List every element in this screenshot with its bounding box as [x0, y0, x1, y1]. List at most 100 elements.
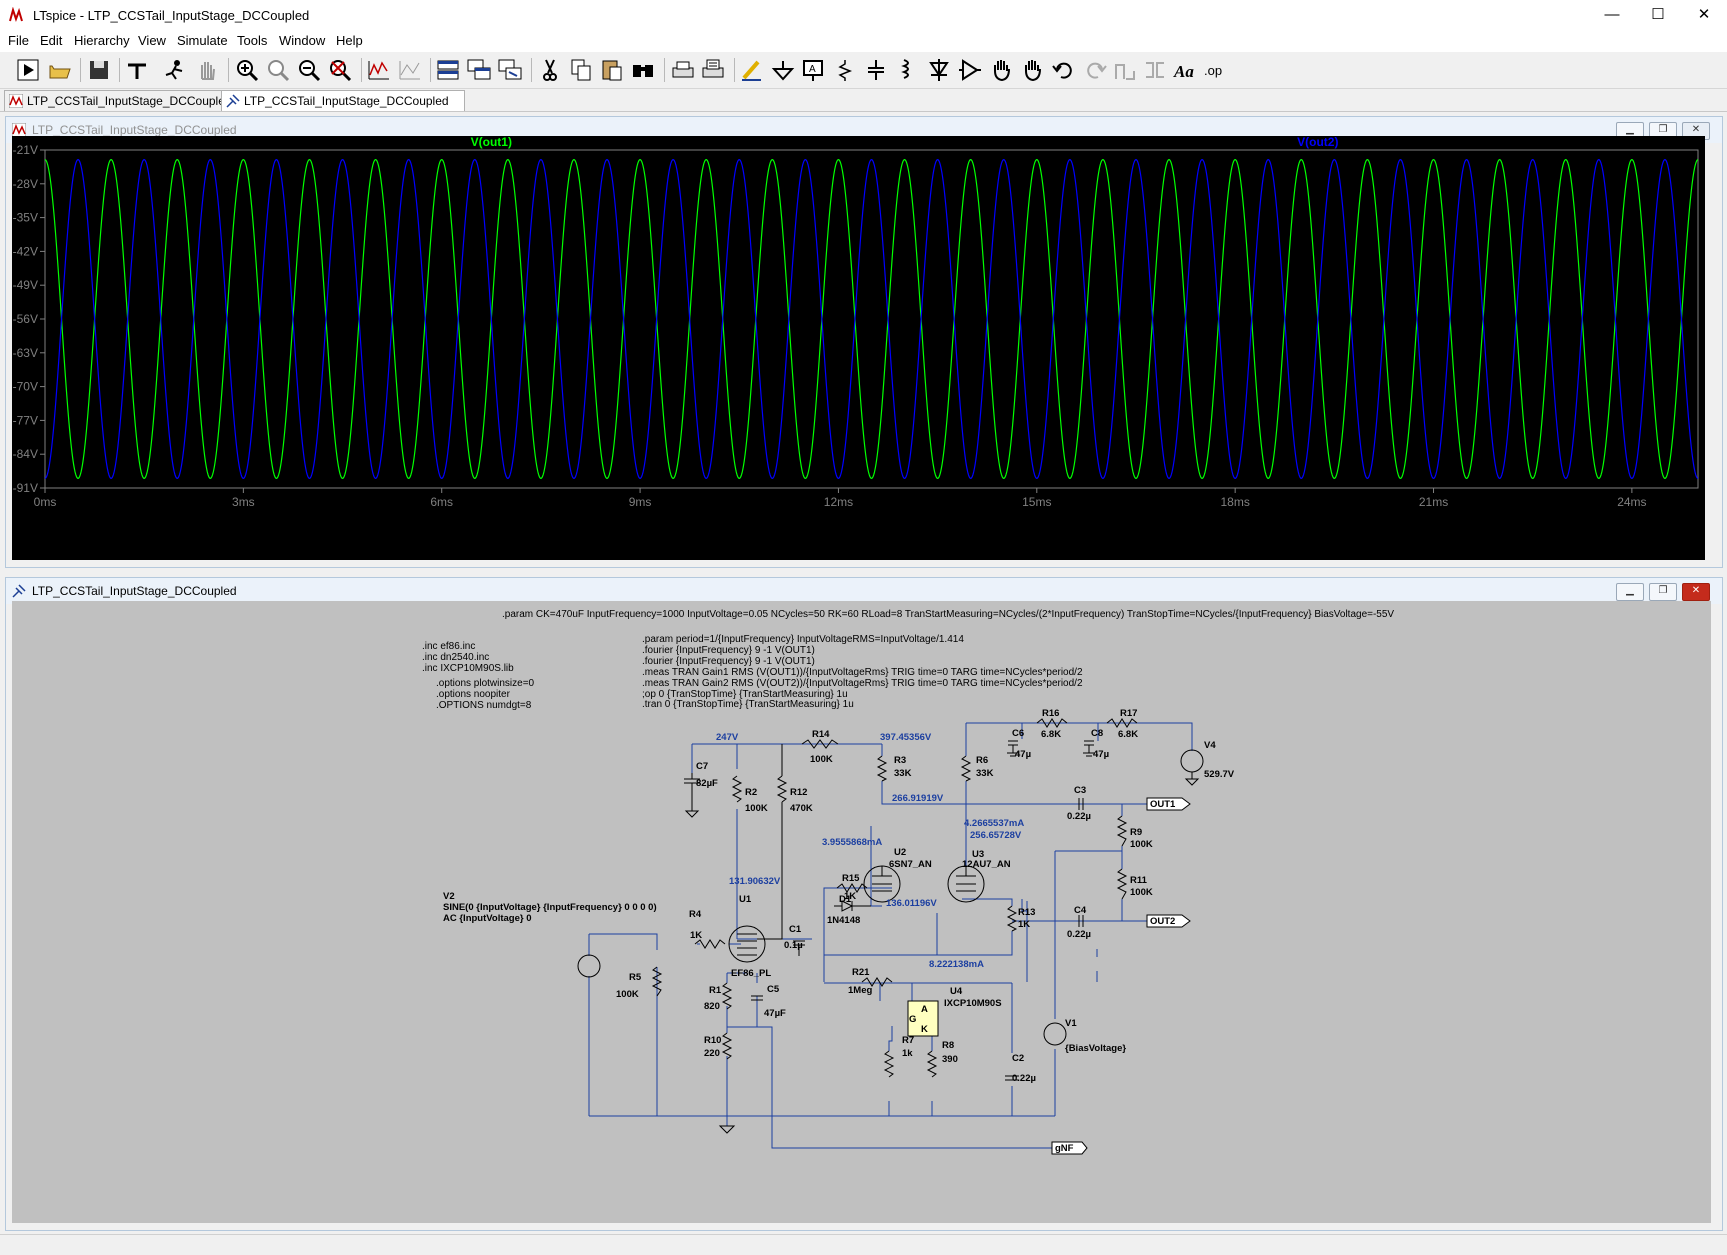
menu-view[interactable]: View [138, 33, 166, 48]
drag-hand-icon[interactable] [1020, 57, 1046, 83]
print-setup-icon[interactable] [670, 57, 696, 83]
title-bar: LTspice - LTP_CCSTail_InputStage_DCCoupl… [0, 0, 1727, 32]
C5-symbol [751, 995, 763, 1001]
window-title: LTspice - LTP_CCSTail_InputStage_DCCoupl… [33, 8, 310, 23]
run-halt-icon[interactable] [162, 57, 188, 83]
svg-text:3.9555868mA: 3.9555868mA [822, 837, 882, 848]
tab-waveform-label: LTP_CCSTail_InputStage_DCCoupled [27, 94, 232, 108]
label-net-icon[interactable]: A [800, 57, 826, 83]
redo-icon[interactable] [1082, 57, 1108, 83]
svg-text:C6: C6 [1012, 728, 1024, 739]
undo-icon[interactable] [1051, 57, 1077, 83]
maximize-button[interactable]: ☐ [1651, 6, 1665, 23]
legend-vout2: V(out2) [1297, 136, 1338, 149]
R8-symbol [926, 1050, 938, 1078]
cut-icon[interactable] [537, 57, 563, 83]
D1-symbol [834, 900, 871, 912]
minimize-button[interactable]: — [1604, 6, 1620, 23]
directive-opt3: .OPTIONS numdgt=8 [436, 700, 532, 711]
directive-d3: .fourier {InputFrequency} 9 -1 V(OUT1) [642, 656, 815, 667]
open-icon[interactable] [47, 57, 73, 83]
text-icon[interactable]: Aa [1172, 57, 1198, 83]
svg-text:R13: R13 [1018, 907, 1035, 918]
ground-icon[interactable] [770, 57, 796, 83]
control-panel-icon[interactable] [124, 57, 150, 83]
save-icon[interactable] [86, 57, 112, 83]
schematic-minimize-button[interactable]: ▁ [1616, 583, 1644, 601]
svg-text:Aa: Aa [1173, 62, 1194, 81]
menu-help[interactable]: Help [336, 33, 363, 48]
menu-file[interactable]: File [8, 33, 29, 48]
tab-schematic[interactable]: LTP_CCSTail_InputStage_DCCoupled [221, 90, 465, 111]
component-icon[interactable] [957, 57, 983, 83]
mirror-icon[interactable] [1142, 57, 1168, 83]
svg-text:C7: C7 [696, 761, 708, 772]
svg-text:C4: C4 [1074, 905, 1087, 916]
directive-d2: .fourier {InputFrequency} 9 -1 V(OUT1) [642, 645, 815, 656]
menu-simulate[interactable]: Simulate [177, 33, 228, 48]
svg-text:100K: 100K [1130, 887, 1153, 898]
svg-text:C3: C3 [1074, 785, 1086, 796]
spice-directive-icon[interactable]: .op [1203, 57, 1229, 83]
waveform-plot[interactable]: -21V-28V-35V-42V-49V-56V-63V-70V-77V-84V… [12, 136, 1705, 560]
resistor-icon[interactable] [832, 57, 858, 83]
cascade-icon[interactable] [466, 57, 492, 83]
run-icon[interactable] [15, 57, 41, 83]
pick-trace-icon[interactable] [397, 57, 423, 83]
R14-symbol [801, 739, 839, 749]
zoom-in-icon[interactable] [234, 57, 260, 83]
op-annotations: 247V 397.45356V 266.91919V 4.2665537mA 2… [716, 732, 1024, 970]
zoom-area-icon[interactable] [265, 57, 291, 83]
tab-waveform[interactable]: LTP_CCSTail_InputStage_DCCoupled [4, 90, 232, 111]
svg-text:R7: R7 [902, 1035, 914, 1046]
print-icon[interactable] [700, 57, 726, 83]
schematic-restore-button[interactable]: ❐ [1649, 583, 1677, 601]
toolbar-separator [664, 58, 665, 82]
svg-text:R4: R4 [689, 909, 702, 920]
draw-wire-icon[interactable] [739, 57, 765, 83]
svg-text:0.22µ: 0.22µ [1012, 1073, 1036, 1084]
inductor-icon[interactable] [894, 57, 920, 83]
svg-text:390: 390 [942, 1054, 958, 1065]
svg-text:220: 220 [704, 1048, 720, 1059]
x-tick-label: 15ms [1022, 495, 1051, 509]
x-tick-label: 12ms [824, 495, 853, 509]
svg-text:47µF: 47µF [764, 1008, 786, 1019]
zoom-fit-icon[interactable] [327, 57, 353, 83]
R12-symbol [776, 775, 788, 803]
waveform-window-title: LTP_CCSTail_InputStage_DCCoupled [32, 123, 237, 137]
copy-icon[interactable] [568, 57, 594, 83]
y-tick-label: -63V [13, 346, 38, 360]
schematic-svg[interactable]: .param CK=470uF InputFrequency=1000 Inpu… [12, 601, 1711, 1223]
menu-tools[interactable]: Tools [237, 33, 268, 48]
find-icon[interactable] [630, 57, 656, 83]
capacitor-icon[interactable] [863, 57, 889, 83]
x-tick-label: 9ms [629, 495, 652, 509]
svg-text:C8: C8 [1091, 728, 1103, 739]
diode-icon[interactable] [926, 57, 952, 83]
tile-vertical-icon[interactable] [497, 57, 523, 83]
y-tick-label: -77V [13, 413, 38, 427]
paste-icon[interactable] [599, 57, 625, 83]
menu-hierarchy[interactable]: Hierarchy [74, 33, 130, 48]
move-hand-icon[interactable] [989, 57, 1015, 83]
schematic-window-title: LTP_CCSTail_InputStage_DCCoupled [32, 584, 237, 598]
svg-text:AC {InputVoltage} 0: AC {InputVoltage} 0 [443, 913, 532, 924]
R21-symbol [861, 977, 893, 987]
C3-symbol [1078, 798, 1084, 810]
directive-d5: .meas TRAN Gain2 RMS (V(OUT2))/{InputVol… [642, 678, 1083, 689]
waveform-plot-svg[interactable]: -21V-28V-35V-42V-49V-56V-63V-70V-77V-84V… [12, 136, 1705, 560]
autoscale-icon[interactable] [366, 57, 392, 83]
zoom-out-icon[interactable] [296, 57, 322, 83]
schematic-close-button[interactable]: ✕ [1682, 583, 1710, 601]
schematic-component-labels: R14 100K R3 33K R6 33K R16 6.8K R17 6.8K… [443, 708, 1235, 1154]
tile-horizontal-icon[interactable] [435, 57, 461, 83]
menu-edit[interactable]: Edit [40, 33, 63, 48]
rotate-icon[interactable] [1112, 57, 1138, 83]
close-button[interactable]: ✕ [1697, 6, 1711, 23]
svg-text:R12: R12 [790, 787, 807, 798]
schematic-canvas[interactable]: .param CK=470uF InputFrequency=1000 Inpu… [12, 601, 1711, 1223]
pan-hand-icon[interactable] [194, 57, 220, 83]
menu-window[interactable]: Window [279, 33, 326, 48]
x-tick-label: 18ms [1220, 495, 1249, 509]
